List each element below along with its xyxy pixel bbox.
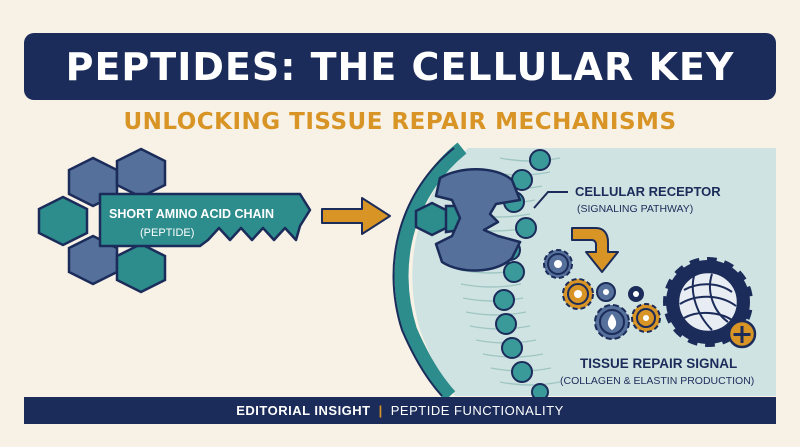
curved-arrow-icon xyxy=(571,227,619,273)
key-sublabel: (PEPTIDE) xyxy=(140,227,194,239)
receptor-sublabel: (SIGNALING PATHWAY) xyxy=(577,203,693,215)
key-label: SHORT AMINO ACID CHAIN xyxy=(109,207,274,221)
receptor-label: CELLULAR RECEPTOR xyxy=(575,184,721,199)
collagen-fiber-icon xyxy=(676,270,740,334)
repair-label: TISSUE REPAIR SIGNAL xyxy=(580,356,737,371)
footer-left: EDITORIAL INSIGHT xyxy=(236,403,371,418)
repair-sublabel: (COLLAGEN & ELASTIN PRODUCTION) xyxy=(560,375,754,387)
title-banner: PEPTIDES: THE CELLULAR KEY xyxy=(24,33,776,100)
arrow-right-icon xyxy=(321,197,391,235)
page-subtitle: UNLOCKING TISSUE REPAIR MECHANISMS xyxy=(123,109,677,135)
footer-right: PEPTIDE FUNCTIONALITY xyxy=(390,403,564,418)
receptor-pointer xyxy=(533,191,568,209)
cell-membrane xyxy=(394,142,467,401)
receptor-icon xyxy=(434,168,522,272)
page-title: PEPTIDES: THE CELLULAR KEY xyxy=(65,44,735,89)
plus-icon xyxy=(727,319,757,349)
key-shaft xyxy=(98,192,312,248)
footer-bar: EDITORIAL INSIGHT | PEPTIDE FUNCTIONALIT… xyxy=(24,397,776,424)
footer-separator: | xyxy=(378,403,383,418)
